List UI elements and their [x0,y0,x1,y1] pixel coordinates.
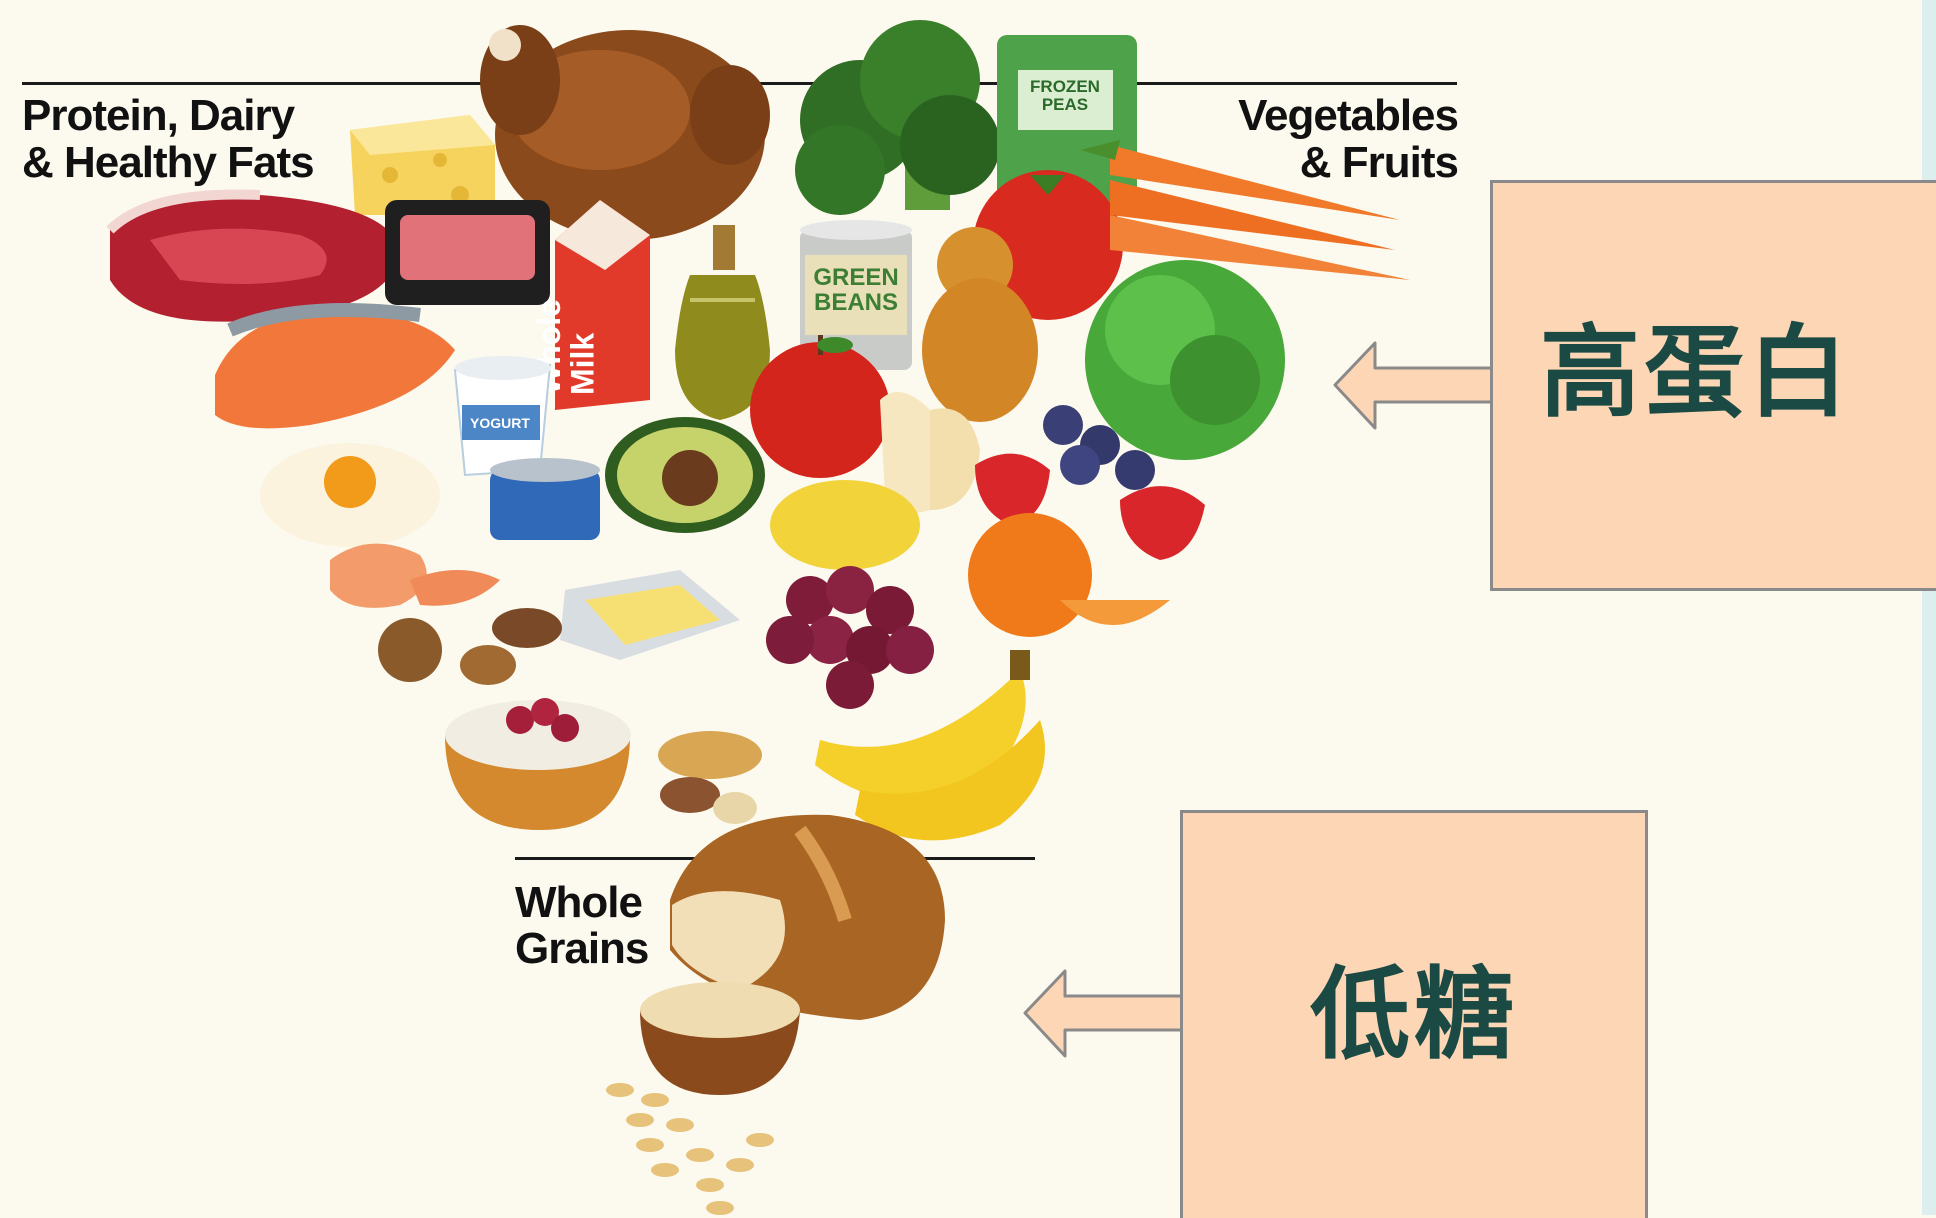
carrots-image [1080,140,1410,280]
orange-image [968,513,1092,637]
strawberry-image [1120,486,1205,560]
fried-egg-image [260,443,440,547]
oatmeal-bowl-image [445,698,631,830]
grapes-image [766,566,934,709]
left-arrow-icon [1330,338,1495,433]
high-protein-callout: 高蛋白 [1490,180,1936,591]
orange-slice-image [1060,600,1170,625]
butter-image [560,570,740,660]
avocado-image [605,417,765,533]
walnut-image [460,645,516,685]
high-protein-text: 高蛋白 [1540,291,1852,436]
lemon-image [770,480,920,570]
peanut-image [658,731,762,779]
shrimp-image [330,544,500,608]
nut-image [713,792,757,824]
steak-image [110,194,400,321]
low-sugar-text: 低糖 [1310,933,1518,1078]
ground-beef-tray-image [385,200,550,305]
almond-image [492,608,562,648]
low-sugar-callout: 低糖 [1180,810,1648,1218]
tuna-can-image [490,458,600,540]
grain-bowl-image [640,982,800,1095]
scattered-oats-image [606,1083,774,1215]
walnut-image [378,618,442,682]
broccoli-image [795,20,1000,215]
left-arrow-icon [1020,966,1185,1061]
almond-image [660,777,720,813]
yogurt-text: YOGURT [470,415,530,431]
lettuce-image [1085,260,1285,460]
salmon-fillet-image [215,310,455,428]
yogurt-cup-image: YOGURT [455,356,551,475]
